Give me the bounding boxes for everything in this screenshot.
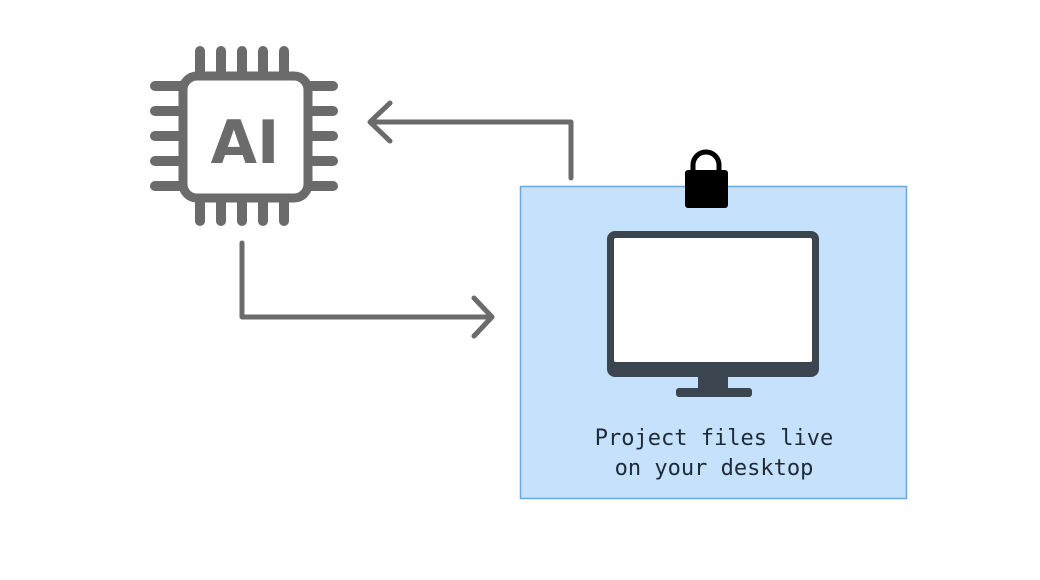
desktop-caption-line2: on your desktop xyxy=(615,456,814,481)
monitor-screen xyxy=(614,238,812,362)
arrow-to-ai xyxy=(367,100,574,181)
monitor-icon xyxy=(607,231,819,397)
chip-body xyxy=(178,71,313,203)
padlock-icon xyxy=(685,149,728,208)
chip-label: AI xyxy=(211,108,280,178)
desktop-caption-line1: Project files live xyxy=(595,426,833,451)
monitor-neck xyxy=(698,377,728,389)
arrow-to-desktop xyxy=(239,240,495,339)
monitor-stand xyxy=(676,388,752,397)
ai-chip-icon: AI xyxy=(150,46,338,226)
